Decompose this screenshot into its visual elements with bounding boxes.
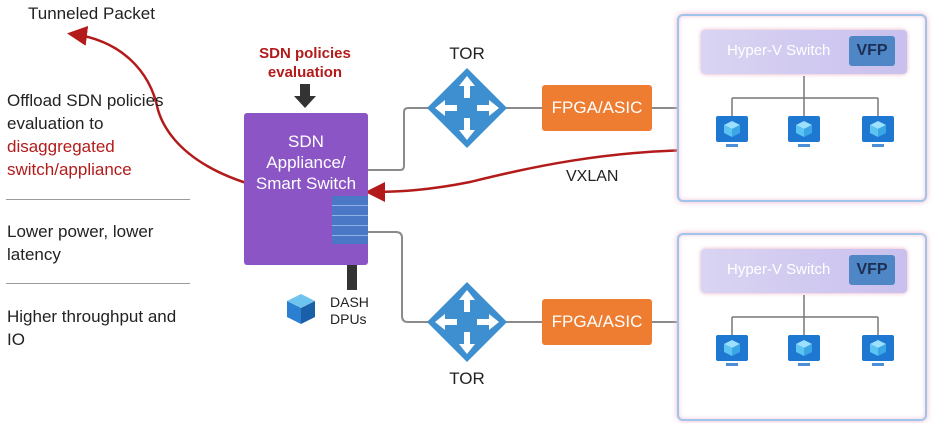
dash-line1: DASH <box>330 294 369 310</box>
vm-icon <box>862 116 894 147</box>
vm-icon <box>788 335 820 366</box>
tor-bottom-label: TOR <box>449 369 485 388</box>
point-offload: Offload SDN policies evaluation to disag… <box>7 89 164 181</box>
vm-icon <box>788 116 820 147</box>
sdn-appliance-line1: SDN <box>288 132 324 151</box>
sdn-appliance-line3: Smart Switch <box>255 174 357 193</box>
dash-dpus-label: DASH DPUs <box>330 294 369 328</box>
fpga-asic-bottom: FPGA/ASIC <box>542 299 652 345</box>
host-bottom: Hyper-V Switch VFP <box>677 233 927 421</box>
vm-tree-bottom <box>716 295 894 366</box>
vm-icon <box>716 335 748 366</box>
point-power-line2: latency <box>7 245 61 264</box>
policy-arrow-icon <box>294 84 316 108</box>
host-top: Hyper-V Switch VFP <box>677 14 927 202</box>
point-throughput: Higher throughput and IO <box>7 305 176 351</box>
hyperv-switch-label: Hyper-V Switch <box>727 42 831 59</box>
vfp-label: VFP <box>849 255 895 285</box>
point-offload-highlight2: switch/appliance <box>7 160 132 179</box>
separator <box>6 283 190 284</box>
point-offload-highlight1: disaggregated <box>7 137 115 156</box>
sdn-policies-line2: evaluation <box>267 64 343 81</box>
tor-top-router-icon <box>427 68 507 148</box>
vxlan-arrow <box>365 148 706 202</box>
vm-tree-top <box>716 76 894 147</box>
dpu-cube-icon <box>287 294 315 324</box>
vm-icon <box>716 116 748 147</box>
sdn-policies-line1: SDN policies <box>259 45 351 62</box>
point-power: Lower power, lower latency <box>7 220 153 266</box>
hyperv-switch-top: Hyper-V Switch VFP <box>701 30 907 74</box>
vm-icon <box>862 335 894 366</box>
point-throughput-line2: IO <box>7 330 25 349</box>
vxlan-label: VXLAN <box>566 168 619 185</box>
tor-bottom-router-icon <box>427 282 507 362</box>
fpga-asic-top: FPGA/ASIC <box>542 85 652 131</box>
point-throughput-line1: Higher throughput and <box>7 307 177 326</box>
sdn-appliance-label: SDN Appliance/ Smart Switch <box>244 131 368 194</box>
hyperv-switch-bottom: Hyper-V Switch VFP <box>701 249 907 293</box>
dash-line2: DPUs <box>330 311 367 327</box>
point-power-line1: Lower power, lower <box>7 222 154 241</box>
sdn-policies-label: SDN policies evaluation <box>240 44 370 82</box>
point-offload-line1: Offload SDN policies <box>7 91 164 110</box>
point-offload-line2: evaluation to <box>7 114 104 133</box>
separator <box>6 199 190 200</box>
tunneled-packet-label: Tunneled Packet <box>28 4 155 23</box>
vfp-label: VFP <box>849 36 895 66</box>
dpu-ports <box>332 196 368 244</box>
tor-top-label: TOR <box>449 44 485 63</box>
sdn-appliance-line2: Appliance/ <box>266 153 346 172</box>
link-sdn-tor-top <box>368 107 428 171</box>
link-sdn-tor-bottom <box>368 231 428 323</box>
hyperv-switch-label: Hyper-V Switch <box>727 261 831 278</box>
